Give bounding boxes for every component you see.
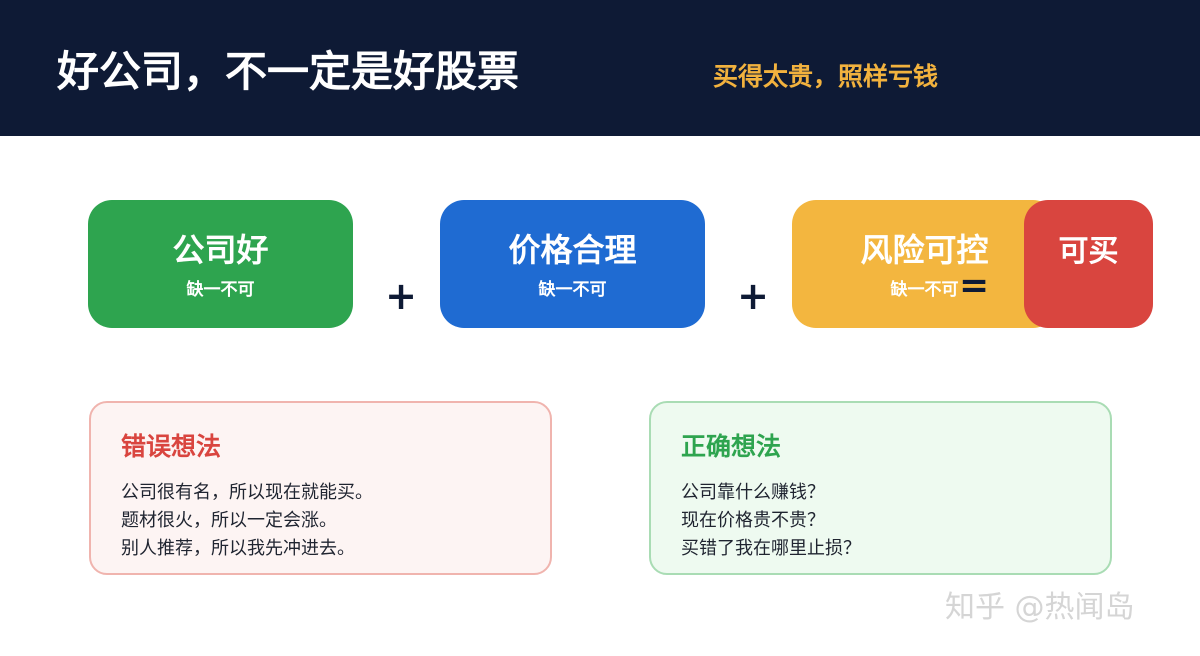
page-subtitle: 买得太贵，照样亏钱 bbox=[713, 62, 939, 91]
condition-box-risk-controllable: 风险可控 缺一不可 bbox=[792, 200, 1057, 328]
result-label: 可买 bbox=[1058, 234, 1119, 269]
condition-box-price-reasonable: 价格合理 缺一不可 bbox=[440, 200, 705, 328]
condition-label: 风险可控 bbox=[860, 231, 989, 269]
wrong-thinking-lines: 公司很有名，所以现在就能买。 题材很火，所以一定会涨。 别人推荐，所以我先冲进去… bbox=[121, 479, 373, 563]
wrong-thinking-line: 别人推荐，所以我先冲进去。 bbox=[121, 538, 355, 559]
wrong-thinking-line: 题材很火，所以一定会涨。 bbox=[121, 510, 337, 531]
right-thinking-line: 现在价格贵不贵？ bbox=[681, 510, 825, 531]
right-thinking-line: 买错了我在哪里止损？ bbox=[681, 538, 861, 559]
condition-label: 公司好 bbox=[172, 231, 269, 269]
condition-sublabel: 缺一不可 bbox=[186, 280, 255, 300]
wrong-thinking-card: 错误想法 公司很有名，所以现在就能买。 题材很火，所以一定会涨。 别人推荐，所以… bbox=[89, 401, 552, 575]
right-thinking-lines: 公司靠什么赚钱？ 现在价格贵不贵？ 买错了我在哪里止损？ bbox=[681, 479, 861, 563]
condition-sublabel: 缺一不可 bbox=[890, 280, 959, 300]
wrong-thinking-title: 错误想法 bbox=[121, 432, 222, 461]
page-title: 好公司，不一定是好股票 bbox=[57, 47, 520, 96]
condition-label: 价格合理 bbox=[508, 231, 637, 269]
right-thinking-title: 正确想法 bbox=[681, 432, 782, 461]
header-bar: 好公司，不一定是好股票 买得太贵，照样亏钱 bbox=[0, 0, 1200, 136]
right-thinking-card: 正确想法 公司靠什么赚钱？ 现在价格贵不贵？ 买错了我在哪里止损？ bbox=[649, 401, 1112, 575]
right-thinking-line: 公司靠什么赚钱？ bbox=[681, 482, 825, 503]
equals-sign: = bbox=[959, 265, 990, 306]
condition-sublabel: 缺一不可 bbox=[538, 280, 607, 300]
plus-sign: + bbox=[737, 274, 769, 318]
condition-box-company-good: 公司好 缺一不可 bbox=[88, 200, 353, 328]
wrong-thinking-line: 公司很有名，所以现在就能买。 bbox=[121, 482, 373, 503]
plus-sign: + bbox=[385, 274, 417, 318]
result-box-can-buy: 可买 bbox=[1024, 200, 1153, 328]
watermark: 知乎 @热闻岛 bbox=[945, 590, 1135, 625]
